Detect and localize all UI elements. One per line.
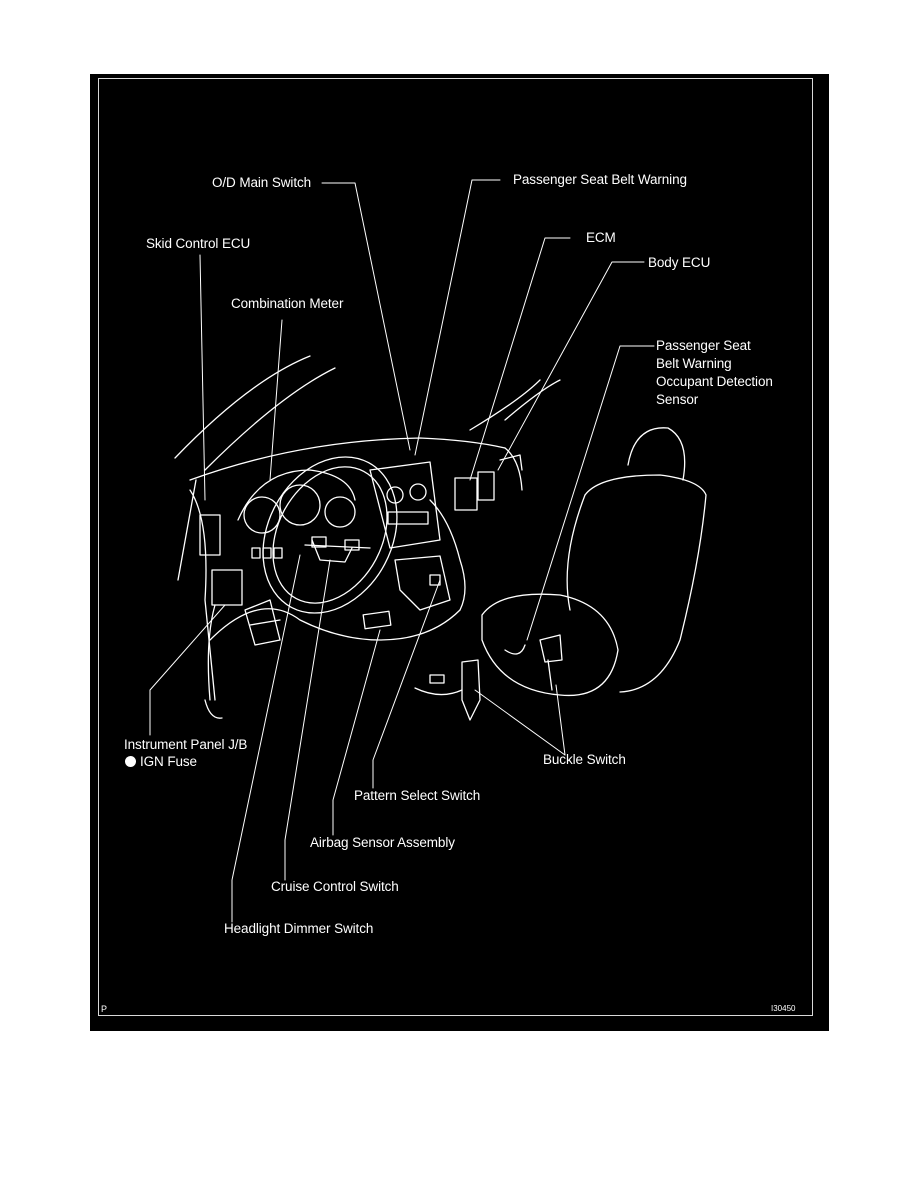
label-occupant-sensor-line2: Belt Warning [656, 356, 732, 371]
leader-lines [149, 179, 655, 923]
label-occupant-sensor-line1: Passenger Seat [656, 338, 751, 353]
bullet-dot-icon [125, 756, 136, 767]
diagram-panel [90, 74, 829, 1031]
passenger-seat-shape [481, 427, 707, 697]
label-instrument-panel-jb: Instrument Panel J/B [124, 737, 248, 752]
diagram-frame [98, 78, 813, 1016]
label-body-ecu: Body ECU [648, 255, 711, 270]
label-airbag-sensor-assembly: Airbag Sensor Assembly [310, 835, 455, 850]
label-headlight-dimmer-switch: Headlight Dimmer Switch [224, 921, 374, 936]
center-stack-shape [369, 461, 451, 611]
ecm-body-ecu-shape [454, 454, 523, 511]
buckle-switch-shape [414, 659, 481, 721]
label-cruise-control-switch: Cruise Control Switch [271, 879, 399, 894]
label-ign-fuse-row: IGN Fuse [125, 753, 197, 771]
label-passenger-seat-belt-warning: Passenger Seat Belt Warning [513, 172, 687, 187]
corner-mark-right: I30450 [771, 1004, 796, 1013]
label-skid-control-ecu: Skid Control ECU [146, 236, 251, 251]
dashboard-outline [189, 379, 561, 719]
label-od-main-switch: O/D Main Switch [212, 175, 312, 190]
corner-mark-left: P [101, 1004, 108, 1014]
left-panel-components [199, 514, 283, 646]
label-occupant-sensor-line4: Sensor [656, 392, 699, 407]
label-buckle-switch: Buckle Switch [543, 752, 626, 767]
label-ecm: ECM [586, 230, 616, 245]
airbag-sensor-box [362, 610, 392, 630]
label-pattern-select-switch: Pattern Select Switch [354, 788, 481, 803]
combination-meter-shape [237, 469, 356, 534]
label-ign-fuse: IGN Fuse [140, 754, 197, 769]
steering-wheel-shape [262, 456, 398, 614]
windshield-lines [174, 355, 336, 581]
label-occupant-sensor-line3: Occupant Detection [656, 374, 773, 389]
label-combination-meter: Combination Meter [231, 296, 344, 311]
